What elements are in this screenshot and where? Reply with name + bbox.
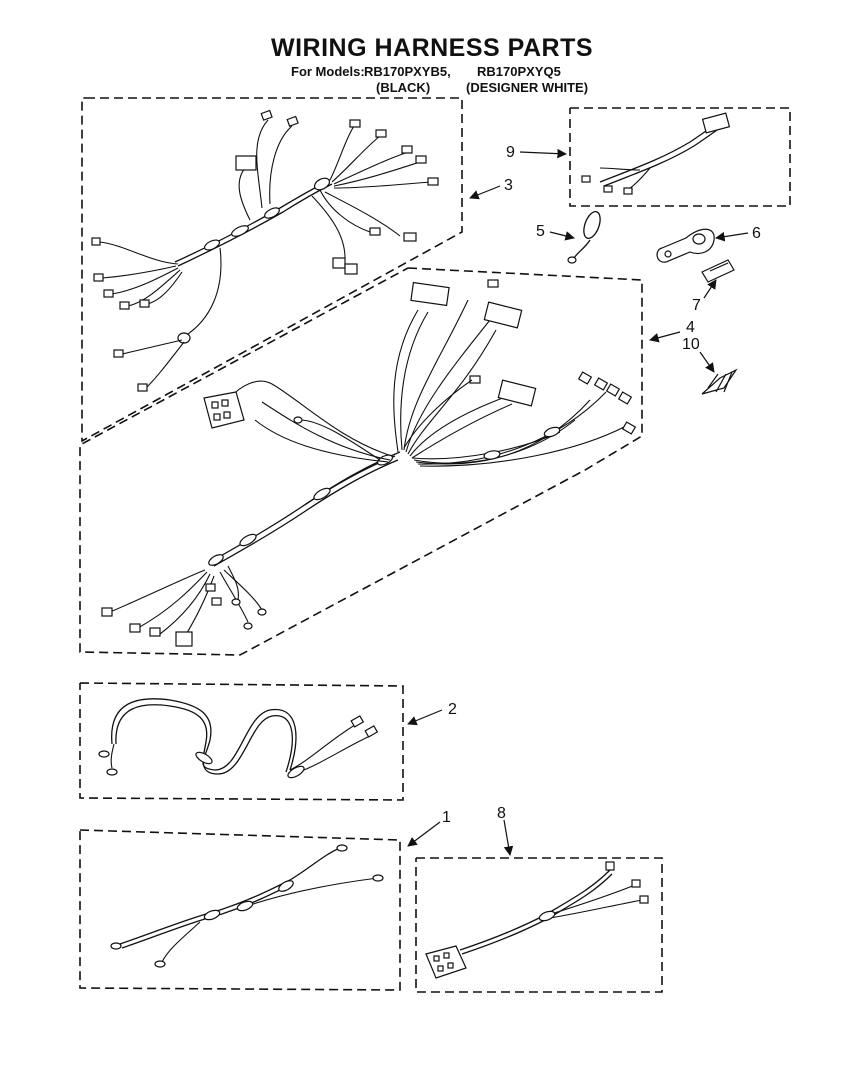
callout-2: 2 bbox=[448, 701, 457, 718]
part-2-harness[interactable] bbox=[79, 682, 404, 801]
models-prefix: For Models: bbox=[291, 64, 365, 79]
part-8-harness[interactable] bbox=[415, 857, 663, 993]
callout-3: 3 bbox=[504, 177, 513, 194]
part-7-clip[interactable] bbox=[701, 259, 735, 283]
model-1-color: (BLACK) bbox=[376, 80, 431, 95]
callout-7: 7 bbox=[692, 297, 701, 314]
model-2-color: (DESIGNER WHITE) bbox=[466, 80, 589, 95]
part-9-harness[interactable] bbox=[569, 107, 791, 207]
callout-leaders bbox=[407, 148, 749, 856]
callout-10: 10 bbox=[682, 336, 700, 353]
model-2-number: RB170PXYQ5 bbox=[477, 64, 561, 79]
part-4-harness[interactable] bbox=[79, 267, 643, 656]
part-1-harness[interactable] bbox=[79, 829, 401, 991]
page-title: WIRING HARNESS PARTS bbox=[270, 34, 594, 62]
part-10-tie[interactable] bbox=[701, 368, 738, 395]
callout-8: 8 bbox=[497, 805, 506, 822]
callout-5: 5 bbox=[536, 223, 545, 240]
part-5-sensor[interactable] bbox=[567, 209, 603, 264]
callout-1: 1 bbox=[442, 809, 451, 826]
part-3-harness[interactable] bbox=[81, 97, 463, 443]
callout-4: 4 bbox=[686, 319, 695, 336]
model-1-number: RB170PXYB5, bbox=[364, 64, 451, 79]
callout-6: 6 bbox=[752, 225, 761, 242]
part-6-clamp[interactable] bbox=[656, 228, 715, 263]
callout-9: 9 bbox=[506, 144, 515, 161]
